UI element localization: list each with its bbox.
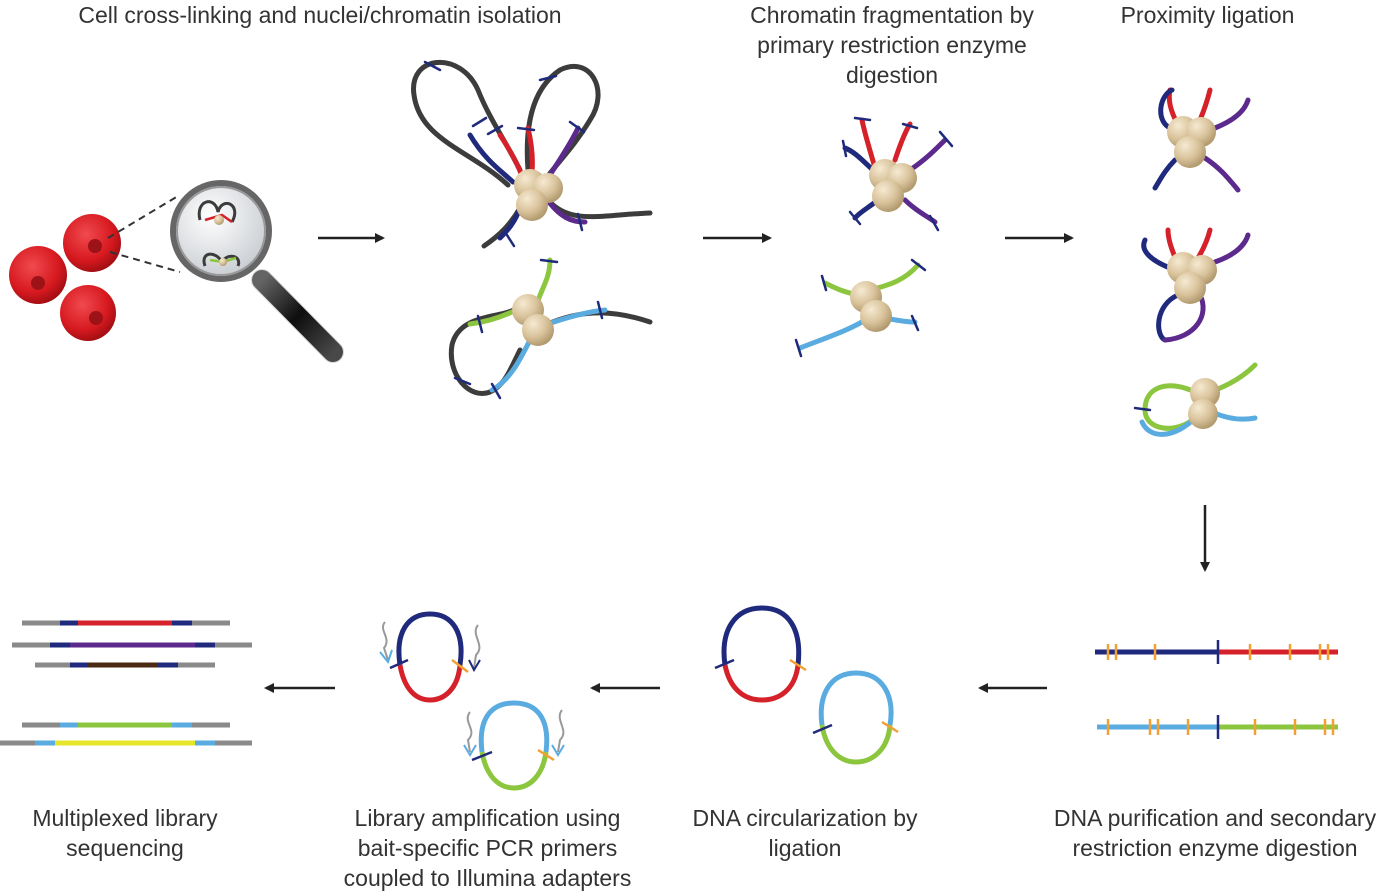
step-label-dna-purification: DNA purification and secondary restricti… <box>1053 805 1377 861</box>
sequencing-library <box>0 620 252 746</box>
cell-icon <box>60 285 116 341</box>
magnifier-icon <box>107 180 344 363</box>
pcr-amplification <box>379 611 565 791</box>
circular-dna <box>714 605 899 765</box>
fragmented-chromatin <box>794 116 954 358</box>
step-label-library-amplification: Library amplification using bait-specifi… <box>343 805 632 891</box>
cell-nucleus-icon <box>31 276 45 290</box>
cell-icon <box>9 246 67 304</box>
purified-dna-fragments <box>1095 640 1338 739</box>
ligated-complexes <box>1133 87 1258 437</box>
chromatin-loops <box>411 60 653 400</box>
step-label-multiplexed-sequencing: Multiplexed library sequencing <box>32 805 218 861</box>
step-label-cell-crosslinking: Cell cross-linking and nuclei/chromatin … <box>78 2 562 28</box>
step-label-chromatin-fragmentation: Chromatin fragmentation by primary restr… <box>750 2 1034 88</box>
step-label-proximity-ligation: Proximity ligation <box>1120 2 1295 28</box>
cells-group <box>9 214 121 341</box>
cell-nucleus-icon <box>88 239 102 253</box>
cell-nucleus-icon <box>89 311 103 325</box>
step-label-dna-circularization: DNA circularization by ligation <box>692 805 918 861</box>
